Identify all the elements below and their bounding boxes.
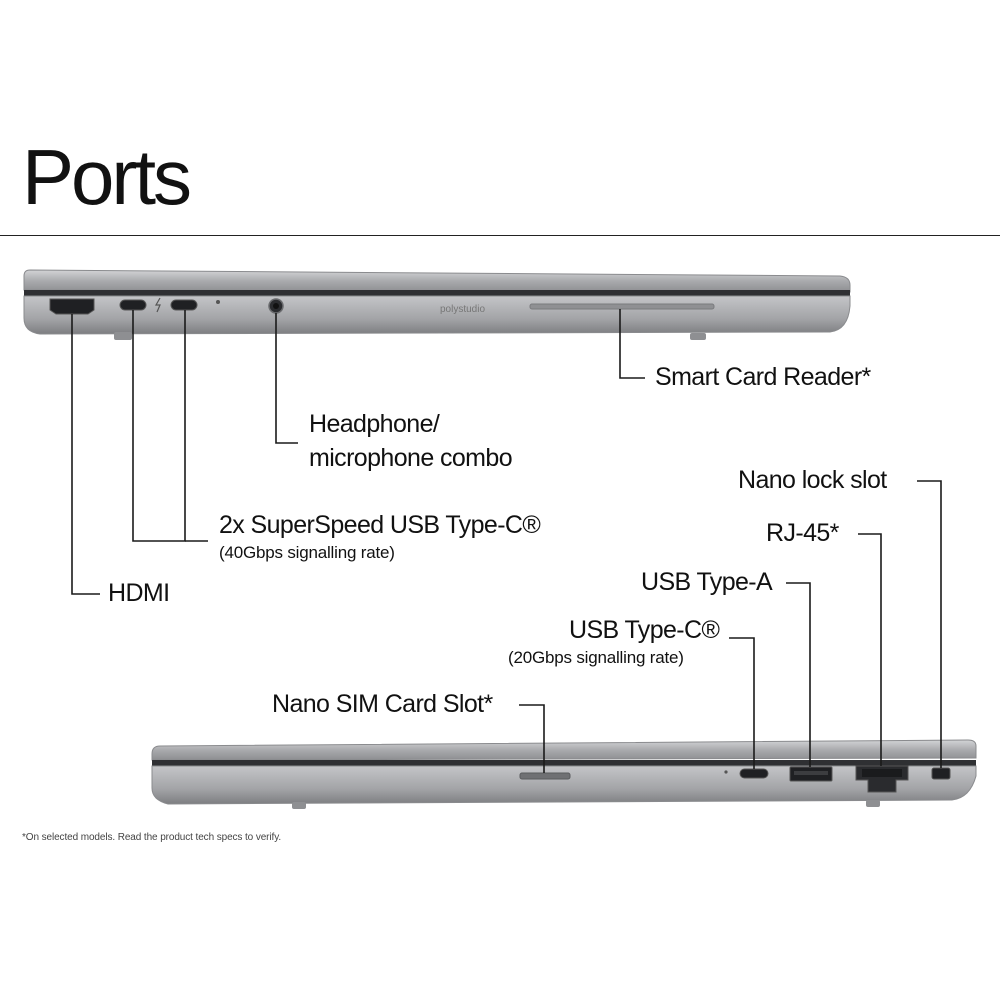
usb-a-port-icon [789, 766, 833, 782]
leader-rj45 [858, 533, 882, 766]
thunderbolt-icon [154, 297, 161, 313]
leader-usb-c-left [132, 310, 186, 542]
hdmi-port-icon [49, 298, 95, 315]
label-nano-sim: Nano SIM Card Slot* [272, 690, 493, 718]
label-usb-c-right: USB Type-C® [569, 616, 720, 644]
leader-usb-c-right [729, 637, 755, 769]
brand-label: polystudio [440, 304, 485, 315]
label-headphone-line2: microphone combo [309, 444, 513, 472]
label-smart-card-reader: Smart Card Reader* [655, 363, 871, 391]
leader-smart-card [619, 309, 645, 379]
smart-card-slot-icon [529, 303, 715, 310]
leader-lines [71, 309, 942, 773]
leader-hdmi [71, 314, 100, 595]
usb-c-port-icon [119, 299, 147, 311]
label-rj45: RJ-45* [766, 519, 839, 547]
usb-c-port-icon [739, 768, 769, 779]
label-nano-lock: Nano lock slot [738, 466, 887, 494]
label-usb-a: USB Type-A [641, 568, 773, 596]
label-headphone-line1: Headphone/ [309, 410, 440, 438]
headphone-jack-icon [268, 298, 284, 314]
laptop-left-side [23, 269, 851, 340]
leader-nano-lock [917, 480, 942, 768]
page-title: Ports [22, 133, 192, 221]
label-usb-c-right-rate: (20Gbps signalling rate) [508, 648, 684, 667]
footnote: *On selected models. Read the product te… [22, 832, 282, 843]
leader-usb-a [786, 582, 811, 767]
leader-headphone [275, 313, 298, 444]
title-divider [0, 235, 1000, 236]
rj45-port-icon [855, 765, 909, 793]
lock-slot-icon [931, 767, 951, 780]
usb-c-port-icon [170, 299, 198, 311]
label-usb-c-left: 2x SuperSpeed USB Type-C® [219, 511, 541, 539]
led-indicator-icon [724, 770, 728, 774]
led-indicator-icon [216, 300, 220, 304]
sim-slot-icon [519, 772, 571, 780]
label-usb-c-left-rate: (40Gbps signalling rate) [219, 543, 395, 562]
label-hdmi: HDMI [108, 579, 170, 607]
leader-nano-sim [519, 704, 545, 773]
laptop-right-side [151, 739, 977, 809]
